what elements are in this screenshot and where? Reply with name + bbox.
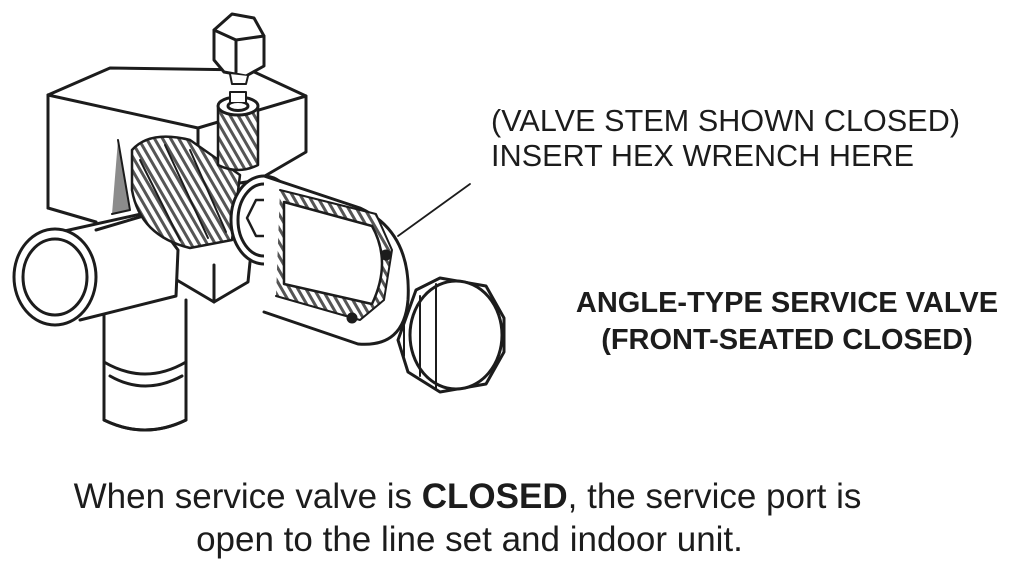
diagram-title: ANGLE-TYPE SERVICE VALVE — [575, 287, 999, 319]
caption-line-1: When service valve is CLOSED, the servic… — [0, 476, 985, 518]
callout-insert-hex-wrench: INSERT HEX WRENCH HERE — [491, 139, 915, 173]
caption-text-before: When service valve is — [73, 477, 422, 516]
caption-line-2: open to the line set and indoor unit. — [196, 520, 743, 559]
caption-closed-emphasis: CLOSED — [421, 477, 568, 516]
callout-leader-line — [397, 183, 471, 237]
lower-pipe — [102, 298, 188, 432]
stem-threads — [111, 135, 242, 250]
service-port — [216, 91, 260, 172]
diagram-subtitle: (FRONT-SEATED CLOSED) — [601, 324, 973, 356]
caption-text-after: , the service port is — [567, 477, 862, 516]
callout-valve-stem-closed: (VALVE STEM SHOWN CLOSED) — [491, 104, 961, 138]
stem-bore — [262, 174, 410, 346]
side-pipe — [12, 210, 180, 327]
service-valve-illustration — [12, 12, 506, 432]
service-port-cap — [212, 12, 266, 85]
stem-cap — [396, 276, 506, 394]
